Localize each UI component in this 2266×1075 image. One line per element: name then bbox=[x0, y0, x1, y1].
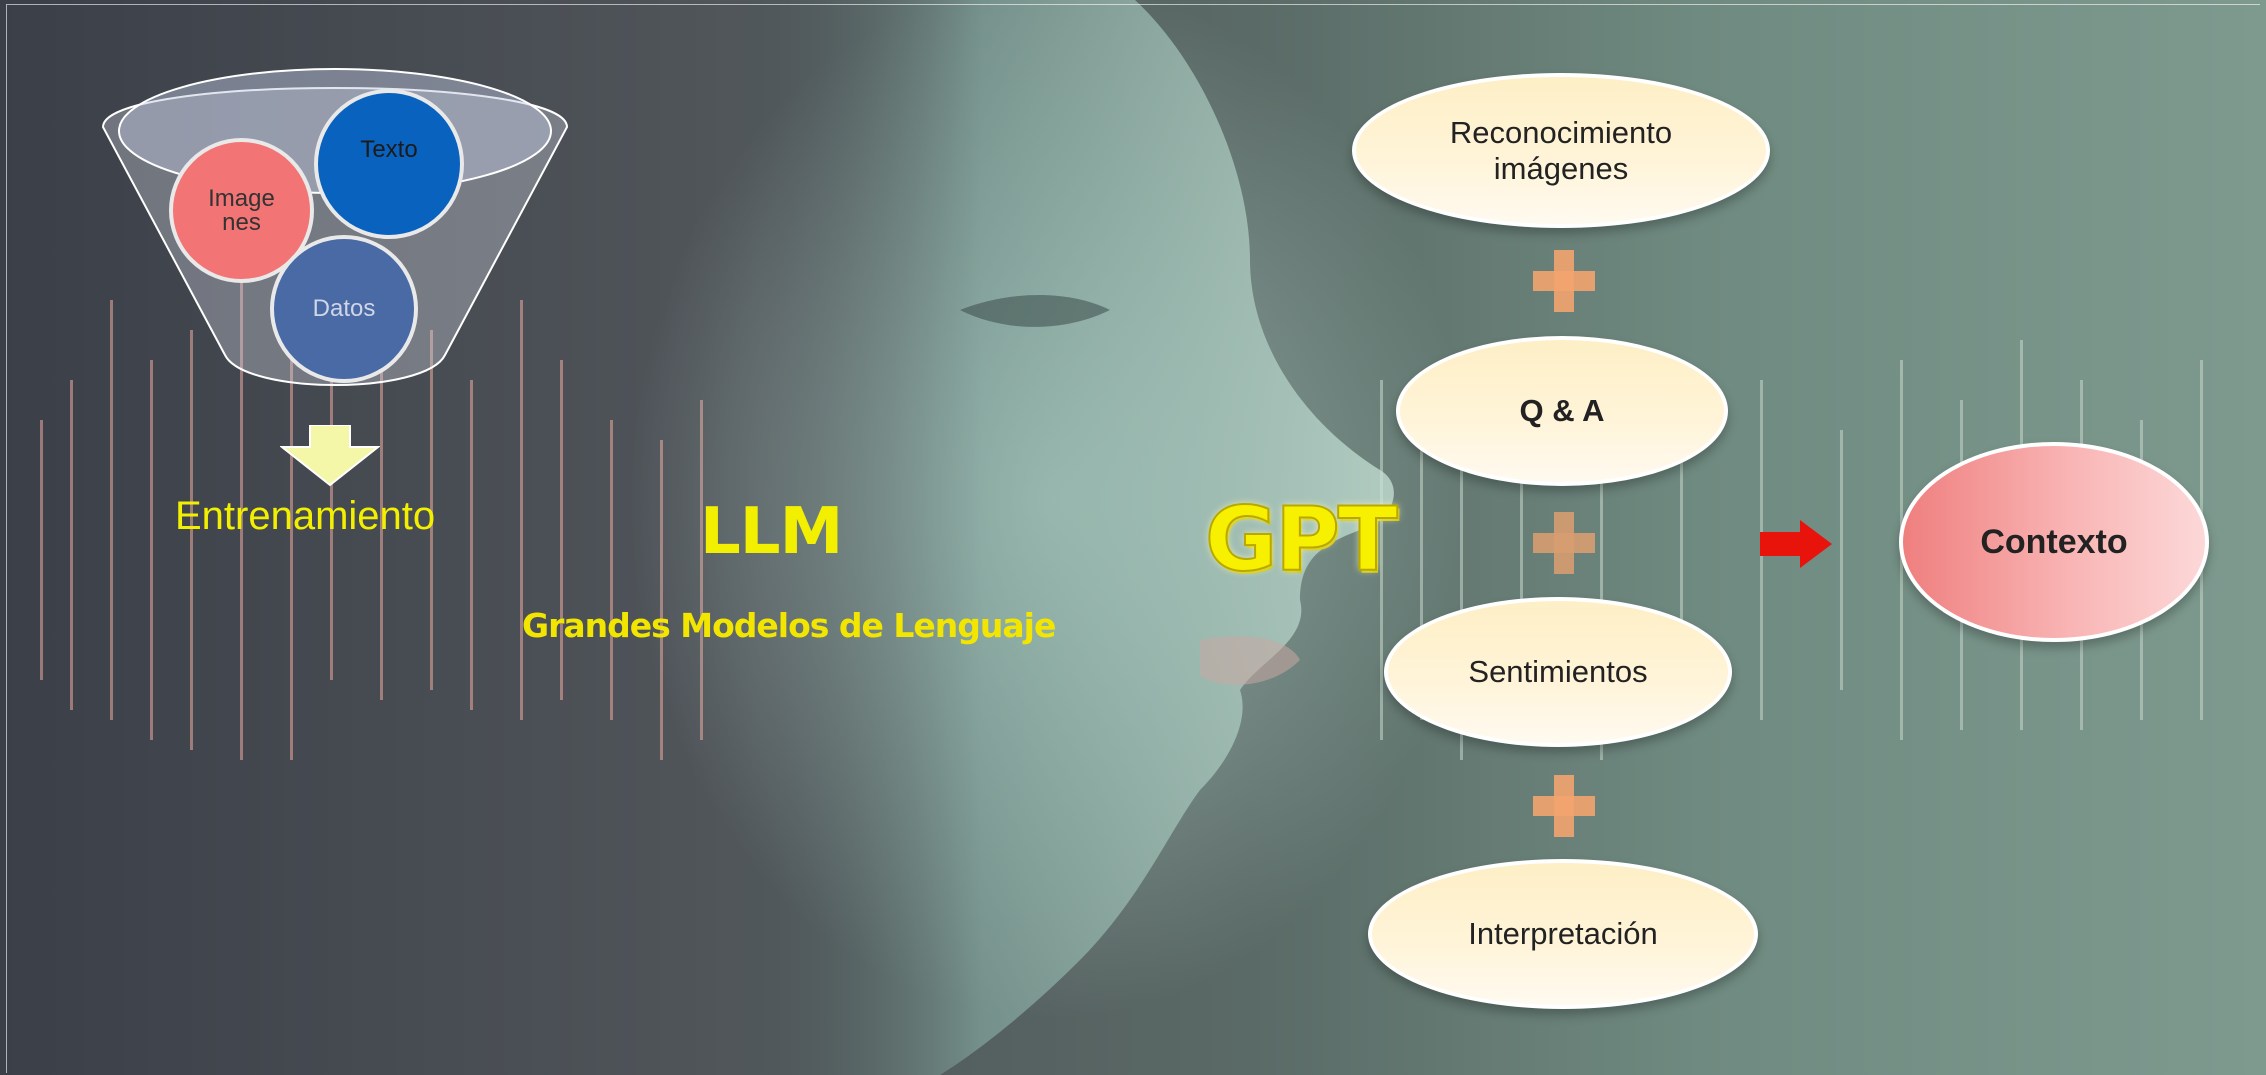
eye bbox=[960, 295, 1110, 327]
lips bbox=[1200, 636, 1300, 685]
right-arrow-icon bbox=[1760, 520, 1832, 568]
capability-interpretacion: Interpretación bbox=[1368, 859, 1758, 1009]
plus-icon bbox=[1533, 250, 1595, 312]
down-arrow-icon bbox=[280, 425, 380, 487]
capability-qa: Q & A bbox=[1396, 336, 1728, 486]
capability-sentimientos: Sentimientos bbox=[1384, 597, 1732, 747]
llm-subtitle: Grandes Modelos de Lenguaje bbox=[522, 606, 1056, 645]
funnel-input-datos: Datos bbox=[270, 235, 418, 383]
plus-icon bbox=[1533, 775, 1595, 837]
llm-title: LLM bbox=[700, 495, 843, 569]
training-label: Entrenamiento bbox=[175, 494, 436, 538]
funnel-input-texto: Texto bbox=[314, 89, 464, 239]
face-profile bbox=[760, 0, 1394, 1075]
plus-icon bbox=[1533, 512, 1595, 574]
gpt-label: GPT bbox=[1204, 487, 1399, 592]
result-contexto: Contexto bbox=[1899, 442, 2209, 642]
